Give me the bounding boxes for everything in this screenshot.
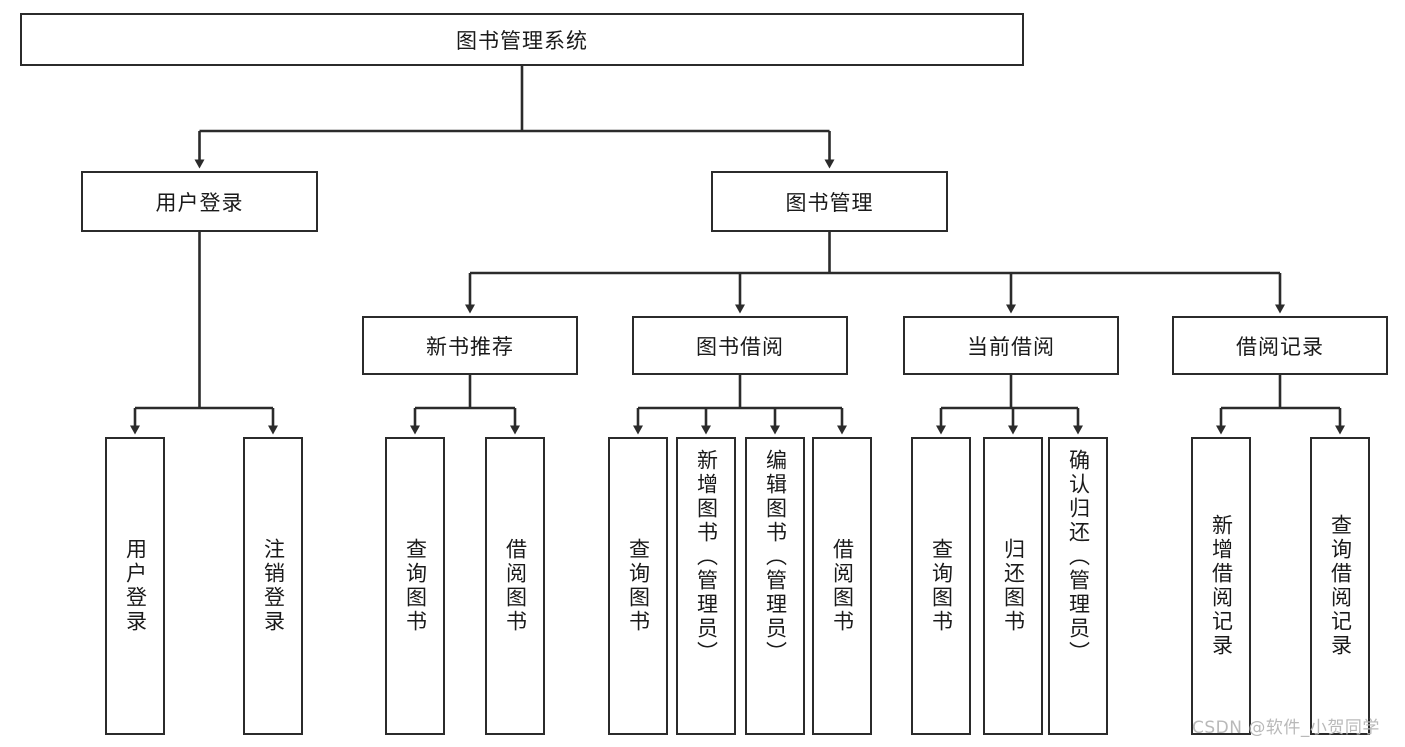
node-label: 新增借阅记录 [1209,514,1234,658]
node-leaf-borrow-book-1[interactable]: 借阅图书 [485,437,545,735]
node-leaf-edit-book-admin[interactable]: 编辑图书（管理员） [745,437,805,735]
node-label: 借阅记录 [1236,334,1324,359]
node-label: 用户登录 [155,190,244,215]
node-label: 图书管理系统 [456,28,588,53]
node-user-login[interactable]: 用户登录 [81,171,318,232]
node-leaf-query-borrow-record[interactable]: 查询借阅记录 [1310,437,1370,735]
node-leaf-query-book-3[interactable]: 查询图书 [911,437,971,735]
node-leaf-add-book-admin[interactable]: 新增图书（管理员） [676,437,736,735]
node-label: 新书推荐 [426,334,514,359]
node-leaf-query-book-2[interactable]: 查询图书 [608,437,668,735]
node-label: 用户登录 [123,538,148,634]
node-label: 当前借阅 [967,334,1055,359]
node-label: 图书管理 [785,190,874,215]
node-label: 确认归还（管理员） [1066,449,1091,665]
node-label: 新增图书（管理员） [694,449,719,665]
node-borrow-record[interactable]: 借阅记录 [1172,316,1388,375]
node-label: 查询图书 [929,538,954,634]
node-leaf-borrow-book-2[interactable]: 借阅图书 [812,437,872,735]
node-label: 归还图书 [1001,538,1026,634]
node-leaf-user-login[interactable]: 用户登录 [105,437,165,735]
node-current-borrow[interactable]: 当前借阅 [903,316,1119,375]
node-leaf-add-borrow-record[interactable]: 新增借阅记录 [1191,437,1251,735]
node-label: 查询图书 [626,538,651,634]
node-leaf-confirm-return-admin[interactable]: 确认归还（管理员） [1048,437,1108,735]
node-label: 图书借阅 [696,334,784,359]
node-book-borrow[interactable]: 图书借阅 [632,316,848,375]
node-label: 注销登录 [261,538,286,634]
node-label: 查询借阅记录 [1328,514,1353,658]
node-label: 借阅图书 [503,538,528,634]
node-label: 查询图书 [403,538,428,634]
node-label: 编辑图书（管理员） [763,449,788,665]
node-leaf-query-book-1[interactable]: 查询图书 [385,437,445,735]
node-new-book-recommend[interactable]: 新书推荐 [362,316,578,375]
node-leaf-return-book[interactable]: 归还图书 [983,437,1043,735]
node-leaf-logout-login[interactable]: 注销登录 [243,437,303,735]
node-book-management[interactable]: 图书管理 [711,171,948,232]
node-label: 借阅图书 [830,538,855,634]
node-book-management-system[interactable]: 图书管理系统 [20,13,1024,66]
